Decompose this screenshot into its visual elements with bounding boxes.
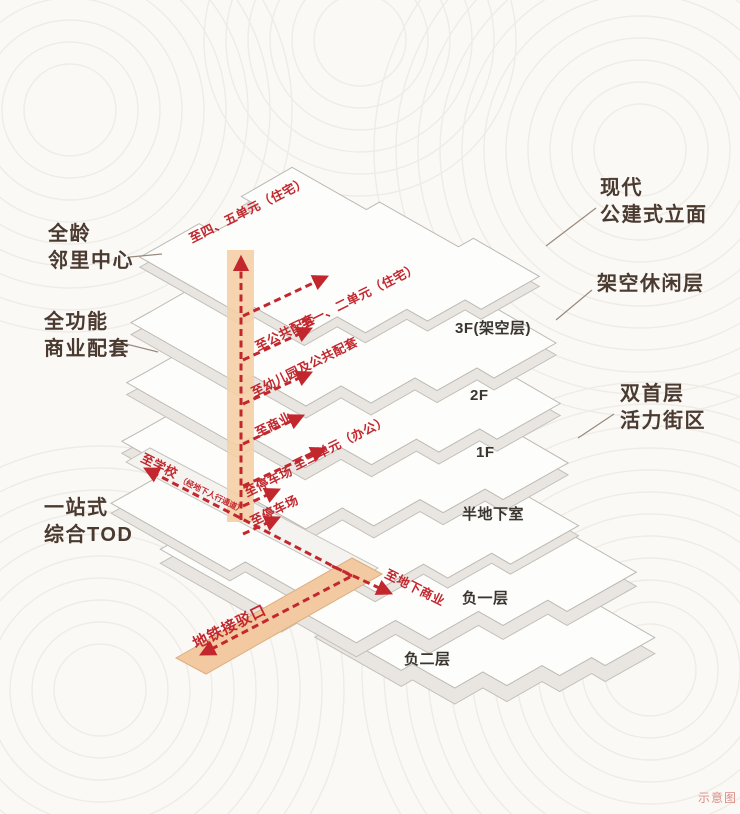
swirl-ring: [0, 0, 293, 333]
swirl-ring: [269, 0, 451, 131]
swirl-ring: [361, 381, 740, 814]
swirl-ring: [31, 621, 169, 759]
callout-elevated-leisure: 架空休闲层: [597, 271, 705, 295]
swirl-ring: [0, 0, 183, 223]
leader-commercial: [125, 343, 159, 353]
swirl-ring: [1, 41, 139, 179]
callout-tod-line2: 综合TOD: [44, 522, 133, 546]
swirl-ring: [9, 599, 191, 781]
side-callouts: 全龄 邻里中心 全功能 商业配套 一站式 综合TOD 现代 公建式立面 架空休闲…: [43, 176, 708, 546]
leader-neighborhood-center: [129, 253, 163, 258]
leader-double-ground: [577, 413, 615, 439]
callout-commercial-line1: 全功能: [43, 309, 109, 333]
watermark-schematic: 示意图: [698, 790, 737, 805]
metro-ramp: [174, 557, 384, 675]
route-path-units12: [242, 275, 329, 318]
swirl-ring: [313, 0, 407, 87]
swirl-ring: [0, 19, 161, 201]
floor-label-1f: 1F: [476, 444, 495, 461]
swirl-ring: [527, 37, 740, 263]
route-path-school: [143, 467, 353, 578]
callout-leader-lines: [125, 207, 615, 439]
swirl-ring: [593, 103, 687, 197]
swirl-ring: [0, 577, 213, 803]
swirl-ring: [0, 0, 205, 245]
route-path-metro: [199, 575, 351, 656]
swirl-ring: [23, 63, 117, 157]
route-path-public: [242, 327, 313, 362]
swirl-ring: [549, 59, 731, 241]
circulation-routes: [143, 254, 393, 656]
swirl-ring: [0, 555, 235, 814]
callout-double-ground-line1: 双首层: [620, 381, 685, 405]
swirl-ring: [0, 0, 249, 289]
floor-label-3f: 3F(架空层): [455, 319, 531, 337]
callout-commercial-line2: 商业配套: [44, 336, 130, 360]
callout-tod-line1: 一站式: [44, 495, 109, 519]
floor-label-2f: 2F: [470, 387, 489, 404]
swirl-ring: [417, 0, 740, 373]
swirl-ring: [0, 0, 271, 311]
swirl-ring: [571, 81, 709, 219]
callout-neighborhood-line2: 邻里中心: [48, 248, 134, 272]
swirl-ring: [483, 0, 740, 307]
callout-double-ground-line2: 活力街区: [620, 408, 706, 432]
route-path-unit3-office: [242, 446, 328, 488]
callout-facade-line1: 现代: [600, 176, 643, 199]
swirl-ring: [0, 533, 257, 814]
route-path-parking-1: [242, 487, 282, 508]
route-path-parking-2: [242, 515, 282, 536]
swirl-ring: [53, 643, 147, 737]
swirl-ring: [291, 0, 429, 109]
swirl-ring: [395, 0, 740, 395]
swirl-ring: [0, 0, 227, 267]
swirl-ring: [247, 0, 473, 153]
swirl-ring: [225, 0, 495, 175]
floor-label-b1: 负一层: [462, 589, 509, 607]
floor-labels: 3F(架空层) 2F 1F 半地下室 负一层 负二层: [404, 319, 531, 668]
swirl-ring: [203, 0, 517, 197]
leader-elevated-leisure: [555, 289, 593, 321]
swirl-ring: [0, 489, 301, 814]
swirl-ring: [505, 15, 740, 285]
floor-label-semi-basement: 半地下室: [462, 505, 524, 523]
swirl-ring: [0, 467, 323, 814]
swirl-ring: [373, 0, 740, 417]
swirl-ring: [0, 511, 279, 814]
floor-label-b2: 负二层: [404, 650, 451, 668]
swirl-ring: [461, 0, 740, 329]
callout-neighborhood-line1: 全龄: [47, 221, 91, 245]
swirl-ring: [0, 445, 345, 814]
callout-facade-line2: 公建式立面: [600, 202, 708, 226]
building-floor-plates: [110, 166, 656, 705]
route-path-kindergarten: [242, 371, 313, 406]
leader-facade: [545, 207, 597, 247]
swirl-ring: [439, 0, 740, 351]
